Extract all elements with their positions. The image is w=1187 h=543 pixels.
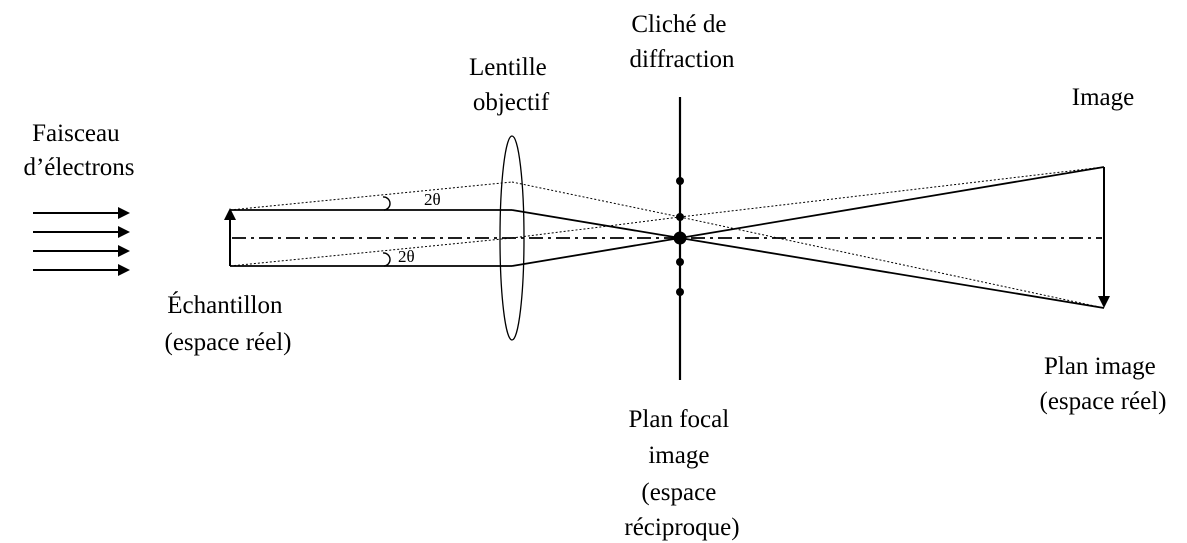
diffraction-spot [676,288,684,296]
beam-arrow-head [118,207,130,219]
sample-label-line: Échantillon [167,291,283,319]
angle-arc-top [382,196,391,211]
beam-label-line: d’électrons [23,154,134,181]
image-arrow-head [1098,296,1110,308]
lens-label-line: Lentille [469,54,547,81]
angle-label-top: 2θ [424,190,441,209]
objective-lens [499,135,525,341]
beam-label: Faisceau d’électrons [23,120,134,181]
lens-label-line: objectif [473,89,550,116]
diffraction-spot [676,213,684,221]
lens-label: Lentille objectif [469,54,553,116]
angle-label-bottom: 2θ [398,247,415,266]
diffracted-ray-bottom [229,237,513,267]
electron-beam-arrows [33,207,130,276]
image-plane-label-line: (espace réel) [1040,388,1167,415]
beam-arrow-head [118,226,130,238]
focal-plane-label: Plan focal image (espace réciproque) [624,406,739,541]
diffraction-spot-central [673,231,687,245]
diffraction-spot [676,177,684,185]
diffracted-ray-top-to-image [679,216,1105,309]
diffracted-ray-top [229,181,513,211]
beam-arrow-head [118,264,130,276]
diffracted-ray-top-continued [511,181,681,218]
ray-top-converge [511,209,681,239]
diffraction-spots [673,177,687,296]
angle-arc-bottom [382,252,391,267]
beam-label-line: Faisceau [32,120,120,147]
image-label: Image [1072,84,1134,111]
sample-label: Échantillon (espace réel) [165,291,292,356]
diffraction-label: Cliché de diffraction [629,11,735,73]
image-plane-label: Plan image (espace réel) [1040,353,1167,415]
diffracted-ray-bottom-to-image [679,166,1105,218]
ray-to-image-bottom [679,237,1105,309]
diffraction-label-line: diffraction [629,46,735,73]
diffracted-ray-bottom-continued [511,216,681,239]
sample-arrow-head [224,208,236,220]
ray-to-image-top [679,166,1105,239]
diffraction-label-line: Cliché de [631,11,726,38]
diffraction-spot [676,258,684,266]
beam-arrow-head [118,245,130,257]
image-plane-label-line: Plan image [1044,353,1156,380]
focal-plane-label-line: (espace [641,479,716,506]
principal-rays [230,166,1105,309]
diffracted-rays [229,166,1105,309]
focal-plane-label-line: Plan focal [629,406,730,433]
focal-plane-label-line: réciproque) [624,514,739,541]
ray-bottom-converge [511,237,681,267]
focal-plane-label-line: image [648,442,709,469]
sample-label-line: (espace réel) [165,329,292,356]
